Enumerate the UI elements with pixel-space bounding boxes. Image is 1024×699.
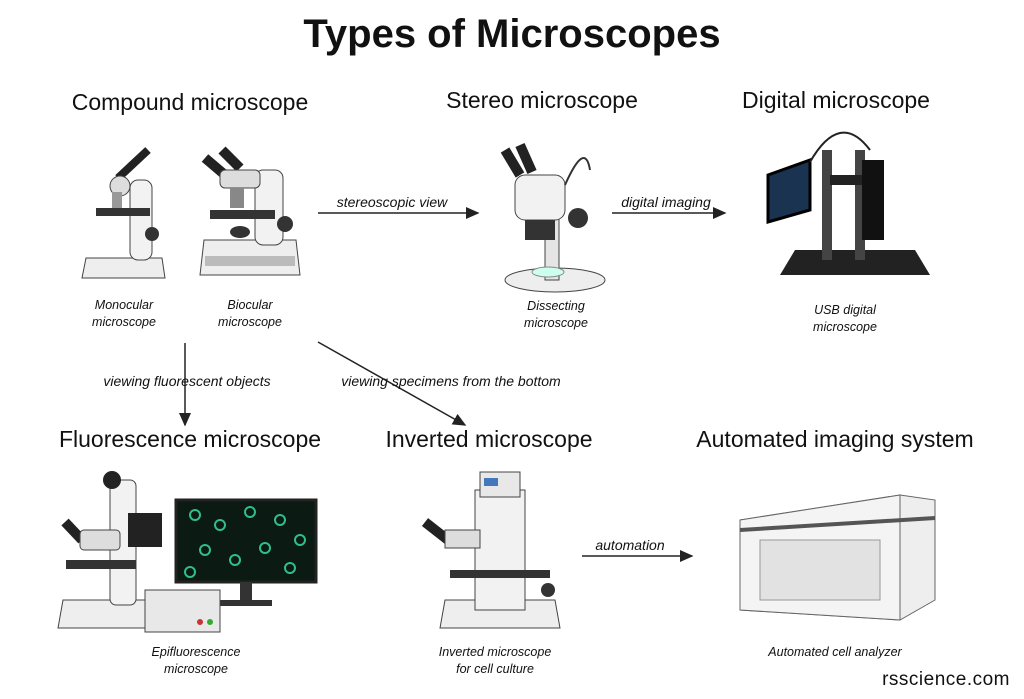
label-line: microscope [92,315,156,329]
label-line: microscope [218,315,282,329]
fluorescence-microscope-icon [57,471,318,633]
arrow-label-stereoscopic: stereoscopic view [336,194,448,210]
label-usb-digital: USB digital microscope [813,302,877,336]
arrow-label-digital: digital imaging [621,194,711,210]
label-dissecting: Dissecting microscope [524,298,588,332]
label-monocular: Monocular microscope [92,297,156,331]
label-automated-analyzer: Automated cell analyzer [768,645,902,659]
heading-fluorescence: Fluorescence microscope [58,426,322,452]
monocular-microscope-icon [81,147,166,279]
arrow-label-fluorescent: viewing fluorescent objects [103,373,271,389]
inverted-microscope-icon [421,471,561,629]
heading-automated: Automated imaging system [696,426,974,452]
heading-digital: Digital microscope [742,87,930,113]
stereo-microscope-icon [500,142,606,293]
page-title: Types of Microscopes [303,12,721,56]
heading-inverted: Inverted microscope [385,426,593,452]
site-credit: rsscience.com [882,669,1010,690]
heading-stereo: Stereo microscope [446,87,638,113]
biocular-microscope-icon [199,146,301,276]
label-line: Epifluorescence [151,645,241,659]
label-line: for cell culture [456,662,534,676]
arrow-bottom [317,341,467,426]
label-biocular: Biocular microscope [218,297,282,331]
label-line: microscope [813,320,877,334]
label-inverted-cell-culture: Inverted microscope for cell culture [439,644,552,678]
label-line: Monocular [94,298,154,312]
label-line: Inverted microscope [438,645,552,659]
arrow-label-automation: automation [595,537,665,553]
automated-analyzer-icon [739,494,936,621]
digital-microscope-icon [766,131,930,275]
heading-compound: Compound microscope [71,89,309,115]
label-line: USB digital [814,303,876,317]
label-epifluorescence: Epifluorescence microscope [152,644,241,678]
label-line: microscope [524,316,588,330]
arrow-label-bottom: viewing specimens from the bottom [341,373,561,389]
label-line: Biocular [227,298,273,312]
label-line: microscope [164,662,228,676]
label-line: Dissecting [527,299,585,313]
